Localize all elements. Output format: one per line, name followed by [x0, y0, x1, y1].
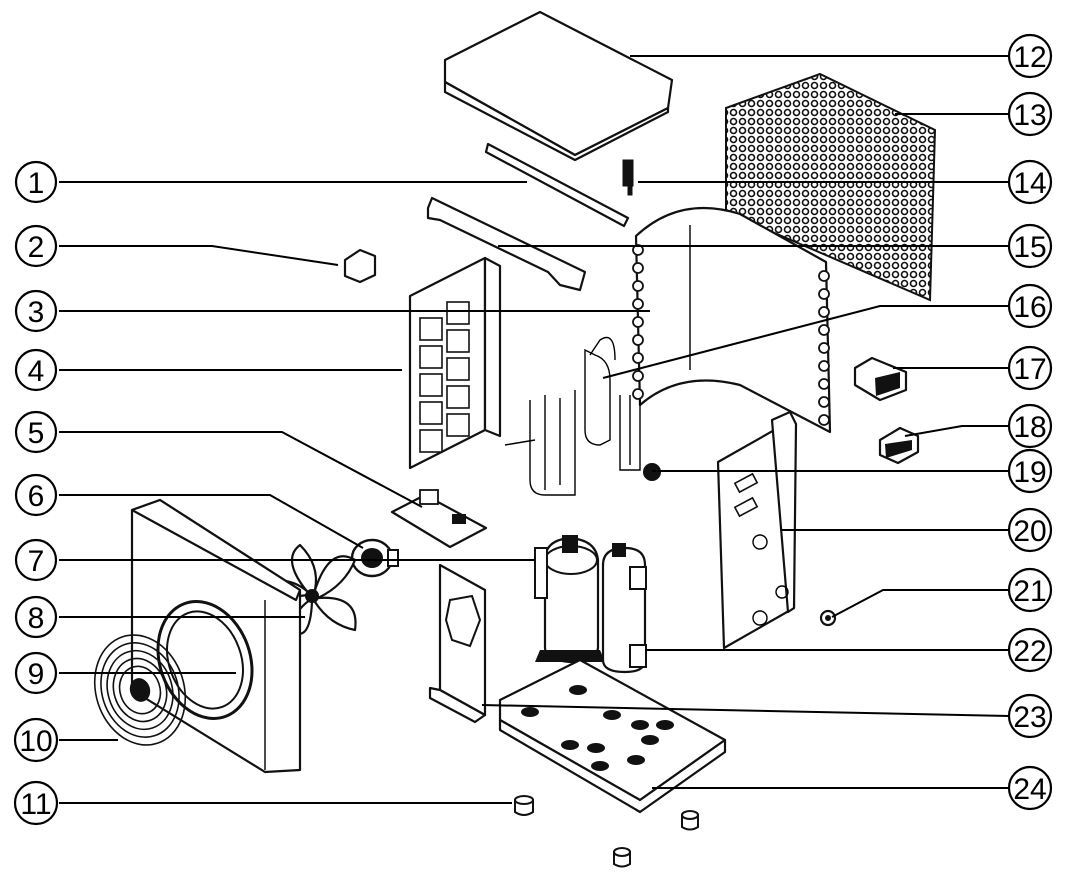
callout-16: 16 [1007, 283, 1053, 329]
callout-17-label: 17 [1013, 353, 1046, 386]
callout-21: 21 [1007, 567, 1053, 613]
callout-22-label: 22 [1013, 635, 1046, 668]
callout-11: 11 [13, 780, 59, 826]
leader-lines [59, 55, 1010, 804]
callout-17: 17 [1007, 345, 1053, 391]
callout-2-label: 2 [28, 231, 45, 264]
part-rubber-feet [514, 795, 699, 868]
callout-18-label: 18 [1013, 411, 1046, 444]
callout-24-label: 24 [1013, 773, 1046, 806]
part-fan-guard [93, 634, 187, 746]
callout-15-label: 15 [1013, 231, 1046, 264]
callout-4: 4 [14, 348, 58, 392]
callout-23-label: 23 [1013, 701, 1046, 734]
callout-12-label: 12 [1013, 41, 1046, 74]
callout-21-label: 21 [1013, 575, 1046, 608]
callout-8-label: 8 [28, 602, 45, 635]
part-compressor [534, 535, 605, 664]
callout-13-label: 13 [1013, 99, 1046, 132]
callout-7-label: 7 [28, 545, 45, 578]
part-piping [504, 336, 641, 496]
callout-2: 2 [14, 224, 58, 268]
callout-5-label: 5 [28, 417, 45, 450]
part-side-panel [408, 256, 502, 470]
part-small-box [343, 248, 377, 284]
part-fan-motor [350, 538, 399, 578]
part-base-tray [498, 658, 727, 814]
callout-22: 22 [1007, 627, 1053, 673]
callout-4-label: 4 [28, 355, 45, 388]
part-top-cover [443, 10, 674, 162]
callout-23: 23 [1007, 693, 1053, 739]
part-bushing [819, 609, 837, 627]
callout-9: 9 [14, 651, 58, 695]
callout-20: 20 [1007, 507, 1053, 553]
callout-6: 6 [14, 473, 58, 517]
callout-1-label: 1 [28, 167, 45, 200]
callout-14: 14 [1007, 159, 1053, 205]
part-evaporator-coil [632, 206, 832, 434]
part-mesh-grille [725, 72, 937, 302]
callout-16-label: 16 [1013, 291, 1046, 324]
part-control-board [390, 489, 488, 549]
callout-5: 5 [14, 410, 58, 454]
part-cover-plate [878, 426, 920, 465]
part-terminal-box [853, 356, 908, 402]
callout-3-label: 3 [28, 296, 45, 329]
callout-19-label: 19 [1013, 456, 1046, 489]
callout-3: 3 [14, 289, 58, 333]
callout-7: 7 [14, 538, 58, 582]
part-top-frame [426, 196, 587, 292]
callout-11-label: 11 [20, 788, 51, 821]
part-right-side-panel [716, 410, 798, 650]
callout-14-label: 14 [1013, 167, 1046, 200]
callout-10-label: 10 [19, 725, 52, 758]
callout-9-label: 9 [28, 658, 45, 691]
callout-6-label: 6 [28, 480, 45, 513]
callout-1: 1 [14, 160, 58, 204]
callout-15: 15 [1007, 223, 1053, 269]
callout-19: 19 [1007, 448, 1053, 494]
part-accumulator [601, 543, 647, 674]
callout-12: 12 [1007, 33, 1053, 79]
callout-13: 13 [1007, 91, 1053, 137]
part-support-bar [484, 142, 630, 228]
part-valve [622, 159, 634, 196]
callout-18: 18 [1007, 403, 1053, 449]
callout-20-label: 20 [1013, 515, 1046, 548]
callout-10: 10 [13, 717, 59, 763]
callout-24: 24 [1007, 765, 1053, 811]
part-mounting-bracket [428, 563, 487, 724]
part-front-panel [130, 498, 302, 774]
callout-8: 8 [14, 595, 58, 639]
